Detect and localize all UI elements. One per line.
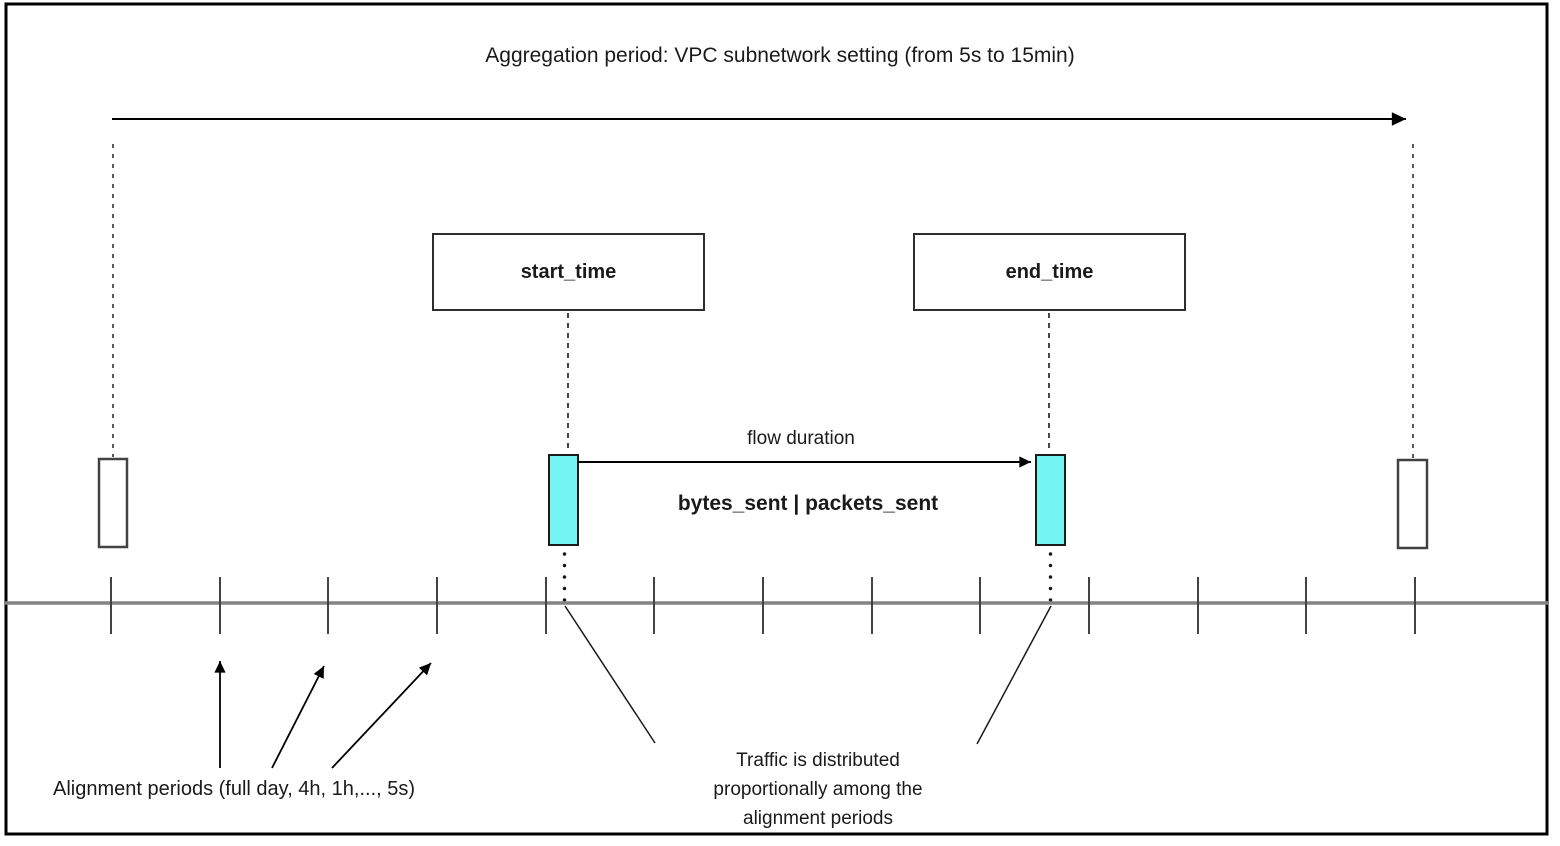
diagram-title: Aggregation period: VPC subnetwork setti…	[485, 44, 1075, 67]
left-period-marker	[97, 457, 129, 549]
alignment-arrow-2	[271, 665, 325, 769]
traffic-note-line-2: proportionally among the	[713, 779, 923, 800]
end-time-box: end_time	[913, 233, 1186, 311]
start-time-box: start_time	[432, 233, 705, 311]
traffic-pointer-right	[976, 605, 1052, 745]
alignment-periods-label: Alignment periods (full day, 4h, 1h,...,…	[53, 778, 416, 800]
traffic-distribution-note: Traffic is distributed proportionally am…	[668, 746, 968, 833]
flow-duration-label: flow duration	[747, 428, 855, 449]
right-period-marker	[1396, 458, 1429, 550]
timeline-ticks	[110, 577, 1416, 634]
start-time-label: start_time	[520, 260, 617, 283]
alignment-arrow-3	[331, 662, 432, 769]
traffic-pointer-left	[564, 605, 656, 744]
traffic-note-line-1: Traffic is distributed	[736, 750, 900, 771]
traffic-note-line-3: alignment periods	[743, 808, 893, 829]
flow-end-marker	[1035, 454, 1066, 546]
flow-metrics-label: bytes_sent | packets_sent	[677, 492, 939, 515]
flow-start-marker	[548, 454, 579, 546]
end-time-label: end_time	[1005, 260, 1094, 283]
diagram-border	[4, 2, 1549, 836]
